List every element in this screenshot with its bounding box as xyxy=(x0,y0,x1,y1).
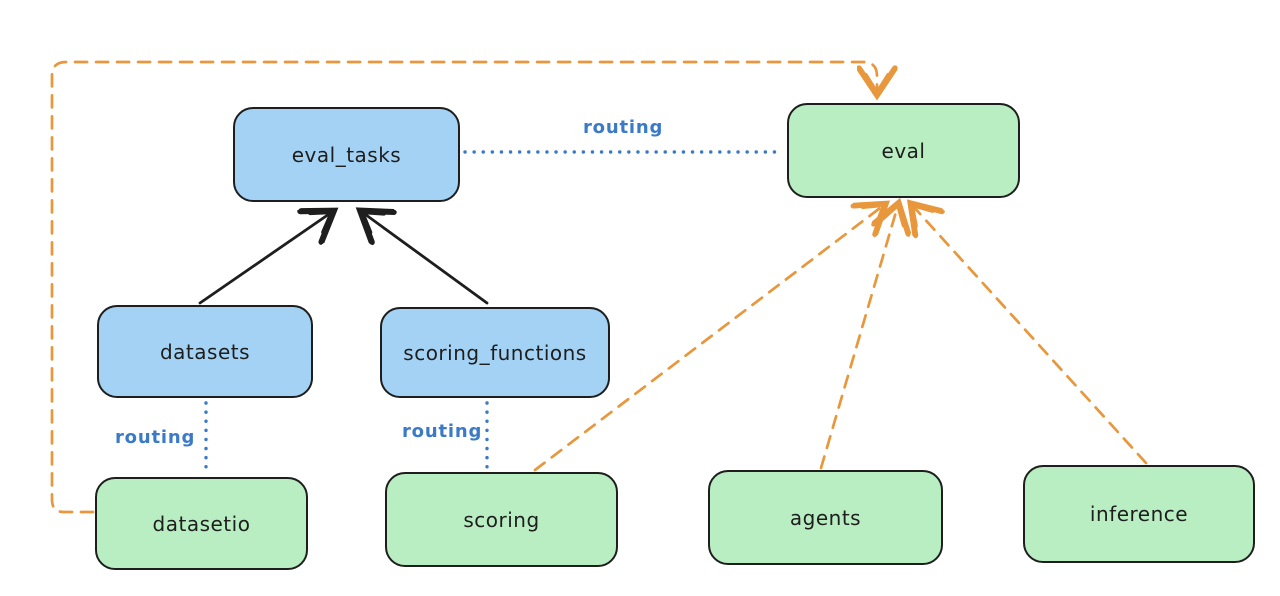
node-agents-label: agents xyxy=(789,505,862,530)
edge-label-routing-scoring: routing xyxy=(402,421,483,442)
edge-scoring-functions-eval-tasks xyxy=(362,212,489,305)
node-datasets: datasets xyxy=(97,305,313,398)
node-inference-label: inference xyxy=(1089,502,1189,526)
node-scoring: scoring xyxy=(385,472,618,567)
node-eval-tasks: eval_tasks xyxy=(233,107,460,202)
node-datasets-label: datasets xyxy=(159,339,251,364)
edge-agents-eval xyxy=(819,205,898,470)
edge-datasets-eval-tasks xyxy=(198,212,332,305)
node-eval: eval xyxy=(787,103,1020,198)
edge-scoring-eval xyxy=(533,205,884,472)
edge-datasetio-eval xyxy=(50,60,877,514)
node-eval-label: eval xyxy=(881,138,926,163)
node-scoring-functions-label: scoring_functions xyxy=(403,340,587,365)
node-scoring-functions: scoring_functions xyxy=(380,307,610,398)
node-eval-tasks-label: eval_tasks xyxy=(291,142,402,167)
edge-label-routing-datasetio: routing xyxy=(115,427,196,448)
edge-label-routing-top: routing xyxy=(583,117,664,138)
node-datasetio-label: datasetio xyxy=(152,511,251,536)
node-scoring-label: scoring xyxy=(463,507,540,532)
edge-inference-eval xyxy=(912,205,1148,465)
node-agents: agents xyxy=(708,470,943,565)
node-datasetio: datasetio xyxy=(95,477,308,570)
node-inference: inference xyxy=(1023,465,1255,563)
